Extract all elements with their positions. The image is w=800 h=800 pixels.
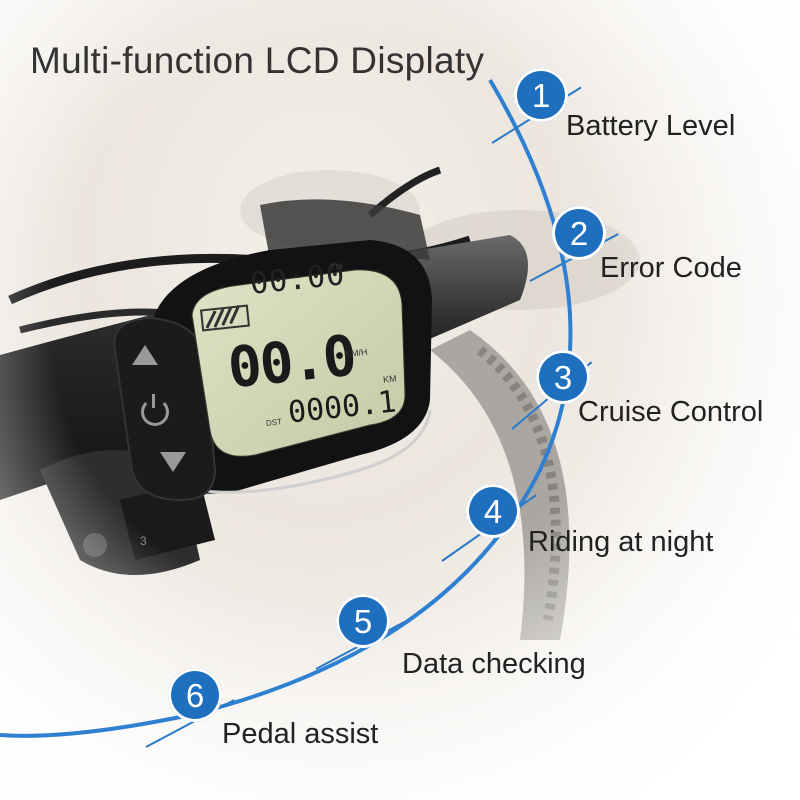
number-badge-3: 3	[536, 350, 590, 404]
feature-label-battery-level: Battery Level	[566, 110, 736, 142]
down-triangle-icon[interactable]	[160, 452, 186, 472]
number-badge-5: 5	[336, 594, 390, 648]
number-badge-4: 4	[466, 484, 520, 538]
page-title: Multi-function LCD Displaty	[30, 40, 485, 81]
lcd-distance-unit: KM	[382, 373, 397, 385]
lcd-distance-label: DST	[265, 417, 283, 428]
feature-label-error-code: Error Code	[600, 252, 742, 284]
number-badge-2: 2	[552, 206, 606, 260]
feature-label-data-checking: Data checking	[402, 648, 586, 680]
up-triangle-icon[interactable]	[132, 345, 158, 365]
power-icon[interactable]	[141, 398, 169, 426]
power-icon-stem	[152, 394, 155, 408]
feature-label-cruise-control: Cruise Control	[578, 396, 764, 428]
number-badge-6: 6	[168, 668, 222, 722]
feature-label-riding-at-night: Riding at night	[528, 526, 714, 558]
feature-label-pedal-assist: Pedal assist	[222, 718, 379, 750]
lcd-tm-label: TM	[329, 261, 344, 273]
number-badge-1: 1	[514, 68, 568, 122]
